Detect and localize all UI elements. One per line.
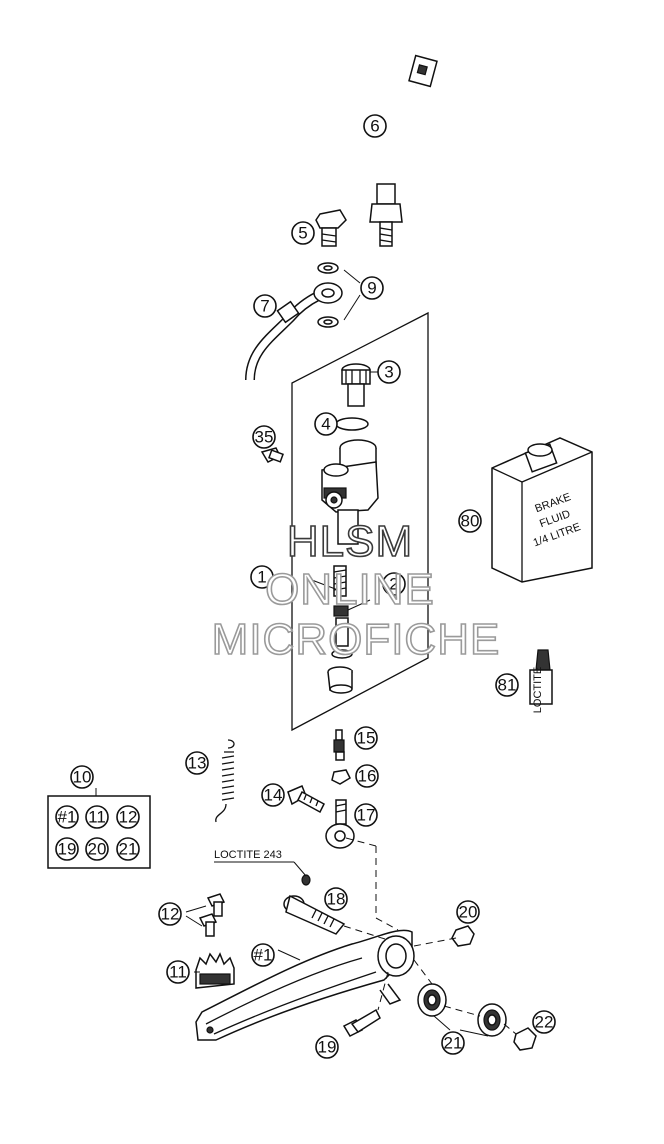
brake-hose bbox=[245, 282, 343, 381]
callout-11[interactable]: 11 bbox=[166, 960, 190, 984]
callout-7[interactable]: 7 bbox=[253, 294, 277, 318]
callout-7-label: 7 bbox=[260, 297, 269, 316]
callout-1-label: 1 bbox=[257, 568, 266, 587]
callout-6[interactable]: 6 bbox=[363, 114, 387, 138]
hex-nut bbox=[331, 769, 351, 785]
callout-4[interactable]: 4 bbox=[314, 412, 338, 436]
return-spring bbox=[215, 739, 235, 823]
watermark-line1: HLSM bbox=[287, 517, 413, 566]
kit-callout-11-label: 11 bbox=[88, 808, 106, 827]
callout-20[interactable]: 20 bbox=[456, 900, 480, 924]
callout-3-label: 3 bbox=[384, 363, 393, 382]
pushrod bbox=[333, 729, 345, 761]
callout-14[interactable]: 14 bbox=[261, 783, 285, 807]
master-cylinder-assembly-outline bbox=[291, 311, 429, 732]
callout-5-label: 5 bbox=[298, 224, 307, 243]
watermark-line2: ONLINE bbox=[265, 565, 435, 614]
reservoir-plug bbox=[341, 363, 371, 407]
kit-callout-12-label: 12 bbox=[119, 808, 138, 827]
tube-label: LOCTITE bbox=[532, 667, 544, 713]
callout-22[interactable]: 22 bbox=[532, 1010, 556, 1034]
kit-callout-19-label: 19 bbox=[58, 840, 77, 859]
callout-12-label: 12 bbox=[161, 905, 180, 924]
callout-21[interactable]: 21 bbox=[441, 1031, 465, 1055]
callout-6-label: 6 bbox=[370, 117, 379, 136]
callout-11-label: 11 bbox=[169, 963, 187, 982]
loctite-leader bbox=[293, 861, 307, 877]
kit-callout-12[interactable]: 12 bbox=[116, 805, 140, 829]
axle-nut bbox=[513, 1027, 537, 1051]
screw bbox=[260, 447, 284, 463]
clevis bbox=[325, 799, 355, 849]
loctite-tube: LOCTITE bbox=[529, 649, 553, 713]
callout-3[interactable]: 3 bbox=[377, 360, 401, 384]
brake-light-switch bbox=[369, 54, 438, 247]
callout-10-label: 10 bbox=[73, 768, 92, 787]
kit-callout-20-label: 20 bbox=[88, 840, 107, 859]
callout-4-label: 4 bbox=[321, 415, 330, 434]
watermark-line3: MICROFICHE bbox=[212, 615, 501, 664]
watermark: HLSM ONLINE MICROFICHE bbox=[211, 516, 501, 665]
callout-14-label: 14 bbox=[264, 786, 283, 805]
callout-22-label: 22 bbox=[535, 1013, 554, 1032]
callout-35-label: 35 bbox=[255, 428, 274, 447]
callout-19-label: 19 bbox=[318, 1038, 337, 1057]
callout-20-label: 20 bbox=[459, 903, 478, 922]
callout-16[interactable]: 16 bbox=[355, 764, 379, 788]
leader-lines bbox=[95, 269, 489, 1037]
callout-81-label: 81 bbox=[498, 676, 517, 695]
kit-callout-11[interactable]: 11 bbox=[85, 805, 109, 829]
banjo-bolt bbox=[315, 209, 347, 247]
loctite-243-label: LOCTITE 243 bbox=[214, 849, 282, 861]
callout-15-label: 15 bbox=[357, 729, 376, 748]
callout-19[interactable]: 19 bbox=[315, 1035, 339, 1059]
callout-12[interactable]: 12 bbox=[158, 902, 182, 926]
callout-17[interactable]: 17 bbox=[354, 803, 378, 827]
pedal-nut bbox=[451, 925, 475, 947]
alignment-lines bbox=[343, 837, 517, 1035]
callout-#1-label: #1 bbox=[254, 946, 273, 965]
callout-9-label: 9 bbox=[367, 279, 376, 298]
callout-80-label: 80 bbox=[461, 512, 480, 531]
callout-2-label: 2 bbox=[389, 575, 398, 594]
callout-13-label: 13 bbox=[188, 754, 207, 773]
callout-5[interactable]: 5 bbox=[291, 221, 315, 245]
callout-21-label: 21 bbox=[444, 1034, 463, 1053]
callout-17-label: 17 bbox=[357, 806, 376, 825]
pedal-bolt bbox=[342, 1008, 381, 1037]
o-ring bbox=[335, 417, 369, 431]
sealing-washers bbox=[317, 262, 339, 328]
callout-18-label: 18 bbox=[327, 890, 346, 909]
callout-80[interactable]: 80 bbox=[458, 509, 482, 533]
callout-81[interactable]: 81 bbox=[495, 673, 519, 697]
brake-fluid-can: BRAKE FLUID 1/4 LITRE bbox=[491, 437, 593, 583]
callout-18[interactable]: 18 bbox=[324, 887, 348, 911]
callout-1[interactable]: 1 bbox=[250, 565, 274, 589]
callout-15[interactable]: 15 bbox=[354, 726, 378, 750]
brake-pedal-step bbox=[195, 952, 235, 989]
pedal-bearings bbox=[417, 983, 507, 1037]
kit-callout-21-label: 21 bbox=[119, 840, 138, 859]
brake-pedal bbox=[195, 929, 415, 1041]
kit-callout-19[interactable]: 19 bbox=[55, 837, 79, 861]
master-cylinder-body bbox=[321, 439, 379, 545]
callout-13[interactable]: 13 bbox=[185, 751, 209, 775]
piston-kit bbox=[327, 565, 353, 694]
kit-callout-20[interactable]: 20 bbox=[85, 837, 109, 861]
callout-10[interactable]: 10 bbox=[70, 765, 94, 789]
callout-2[interactable]: 2 bbox=[382, 572, 406, 596]
bolt bbox=[287, 785, 325, 814]
footpeg-screws bbox=[198, 893, 226, 937]
callout-#1[interactable]: #1 bbox=[251, 943, 275, 967]
kit-callout-21[interactable]: 21 bbox=[116, 837, 140, 861]
kit-callout-#1[interactable]: #1 bbox=[55, 805, 79, 829]
kit-callout-#1-label: #1 bbox=[58, 808, 77, 827]
pivot-bolt bbox=[283, 874, 346, 935]
callout-16-label: 16 bbox=[358, 767, 377, 786]
callout-35[interactable]: 35 bbox=[252, 425, 276, 449]
callout-9[interactable]: 9 bbox=[360, 276, 384, 300]
